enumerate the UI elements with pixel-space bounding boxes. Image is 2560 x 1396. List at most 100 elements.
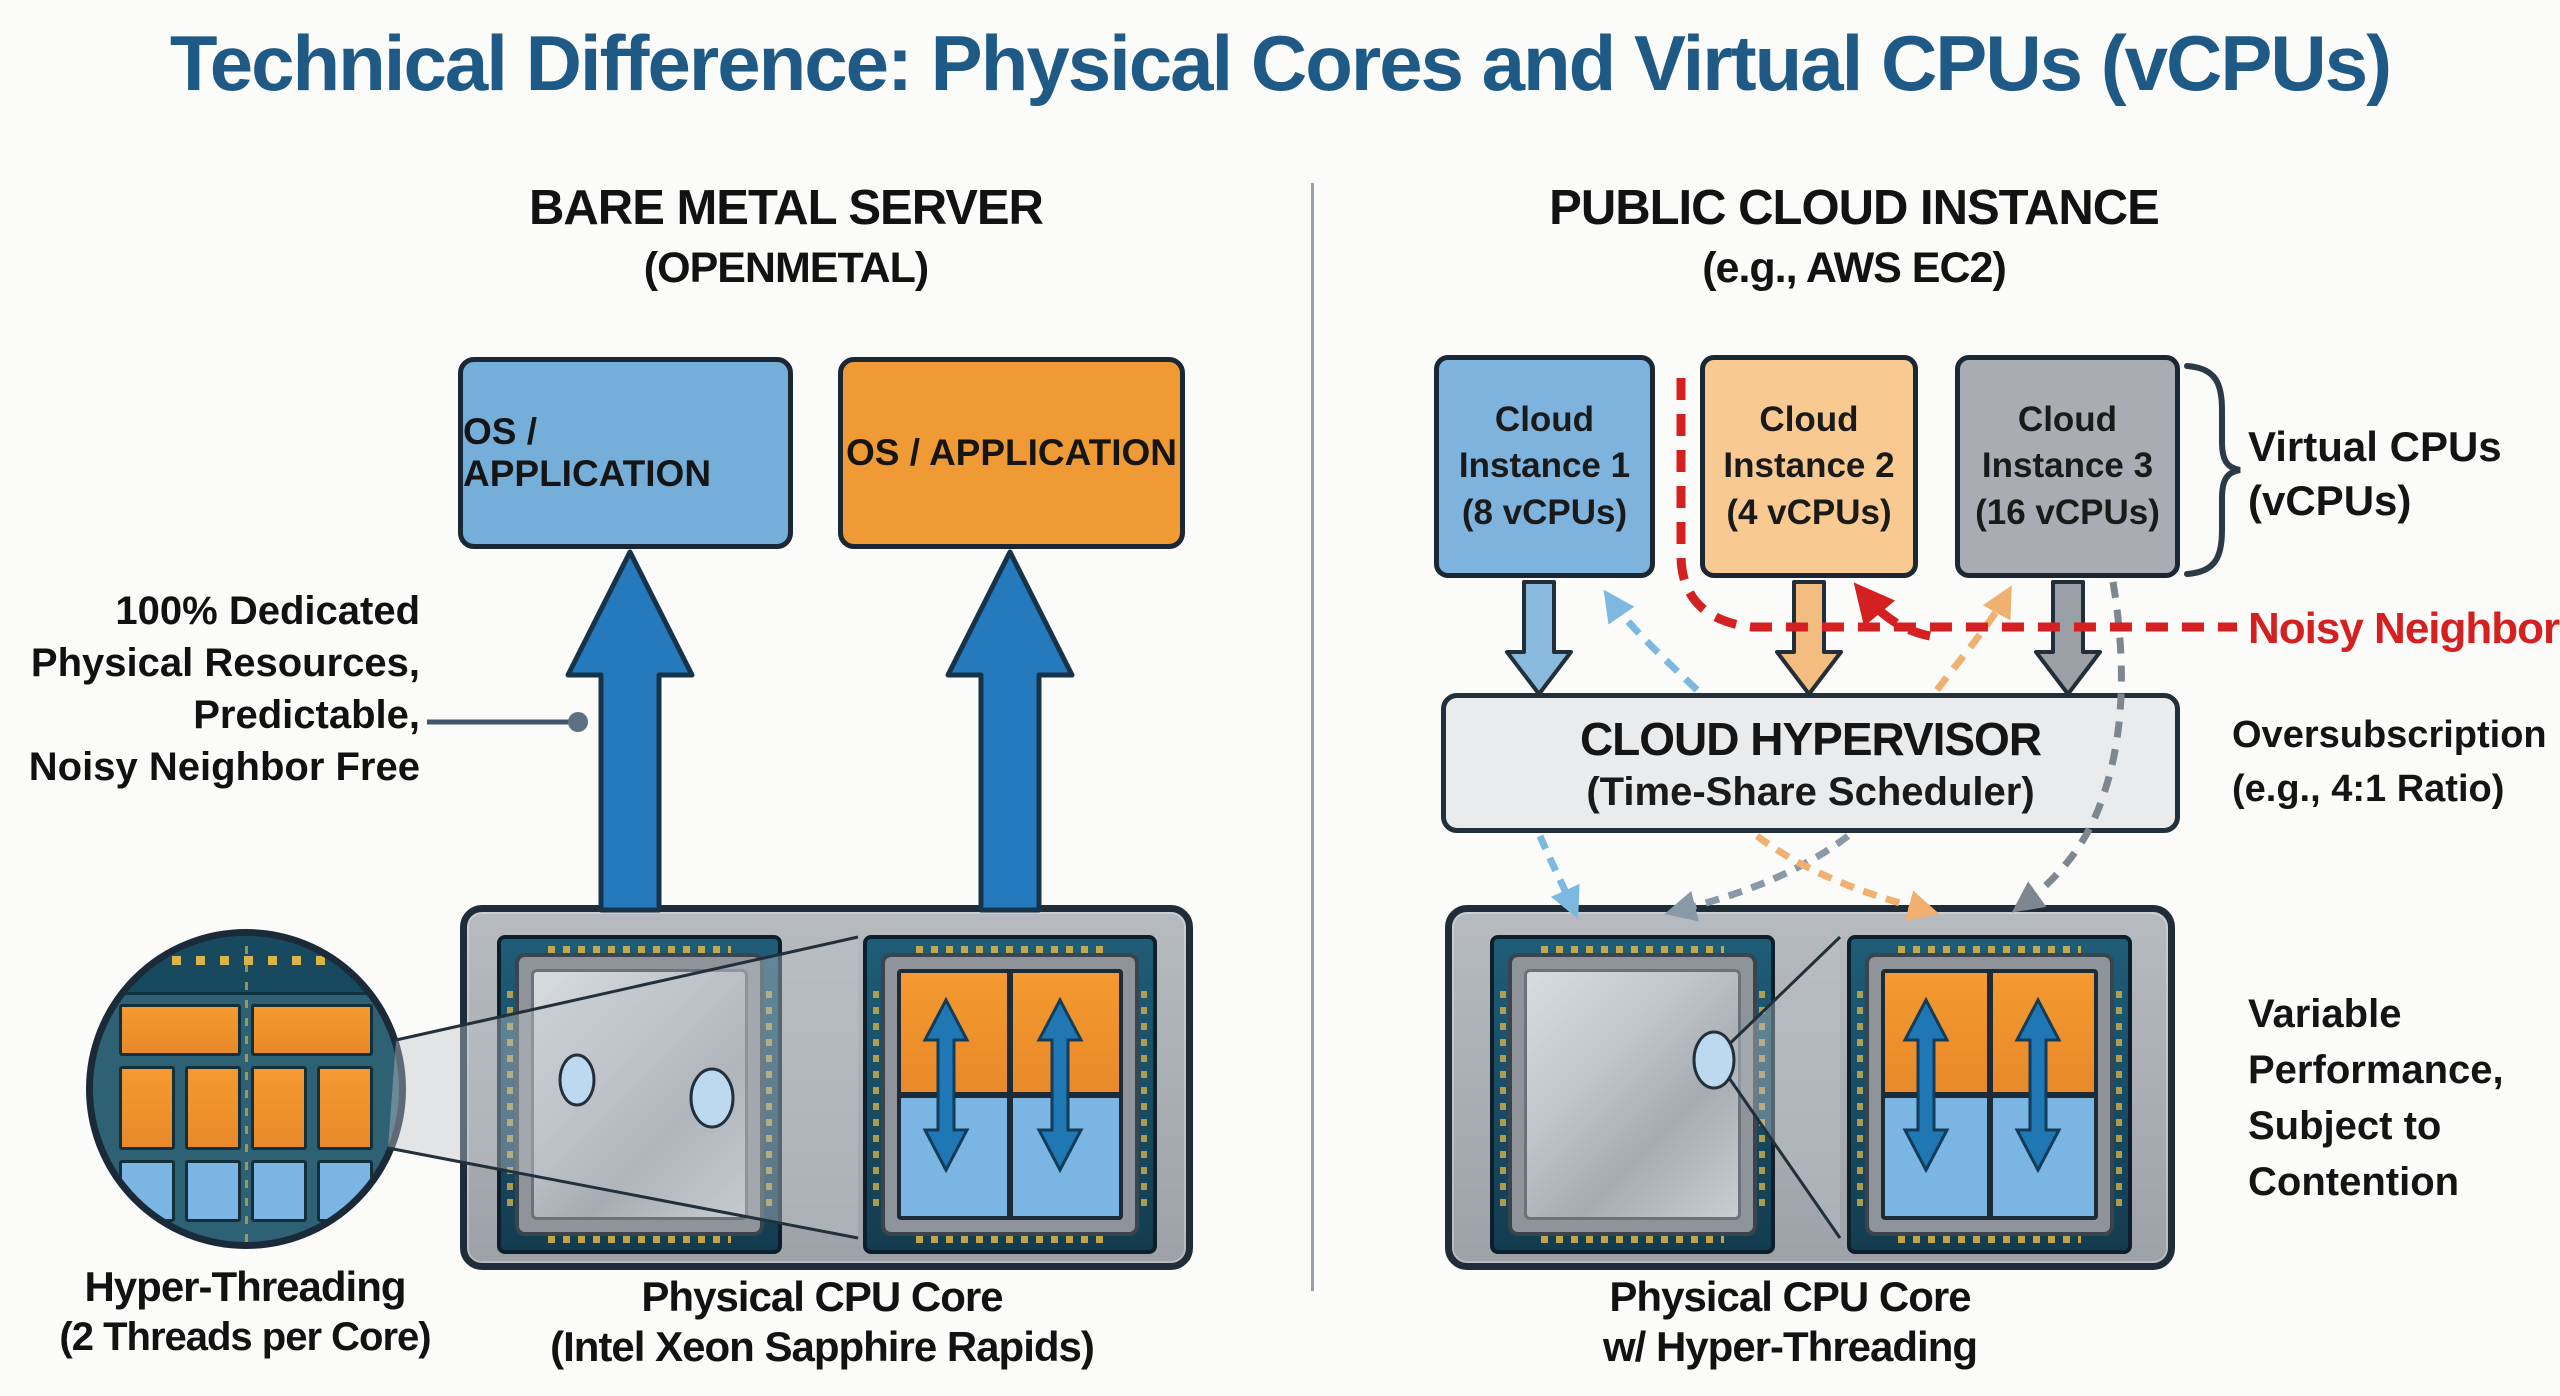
annotation-line: Physical Resources,: [30, 641, 420, 685]
pin-decoration: [1500, 982, 1506, 1207]
pin-decoration: [1857, 982, 1863, 1207]
caption-line: Hyper-Threading: [84, 1263, 406, 1310]
thread-cell-orange: [185, 1066, 241, 1150]
socket-frame: [881, 953, 1139, 1236]
instance-vcpu-count: (16 vCPUs): [1975, 492, 2160, 532]
die-center-line: [245, 936, 248, 1242]
right-section-header: PUBLIC CLOUD INSTANCE (e.g., AWS EC2): [1304, 180, 2404, 293]
instance-line: Cloud: [1759, 400, 1859, 440]
pin-decoration: [2116, 982, 2122, 1207]
hyper-threading-caption: Hyper-Threading (2 Threads per Core): [0, 1262, 490, 1362]
thread-cell-orange: [1992, 973, 2094, 1092]
label-line: (e.g., 4:1 Ratio): [2232, 768, 2505, 810]
socket-frame: [1865, 953, 2114, 1236]
left-heading: BARE METAL SERVER: [529, 181, 1044, 235]
thread-cell-blue: [1992, 1097, 2094, 1216]
instance2-to-hypervisor-arrow: [1775, 580, 1843, 696]
cpu-socket: [1847, 935, 2132, 1254]
caption-line: Physical CPU Core: [1609, 1273, 1971, 1320]
thread-cell-orange: [1885, 973, 1987, 1092]
hyper-threading-magnifier: [86, 929, 406, 1249]
noisy-neighbor-label: Noisy Neighbor: [2248, 604, 2560, 653]
right-subheading: (e.g., AWS EC2): [1702, 244, 2007, 292]
label-line: (vCPUs): [2248, 477, 2412, 524]
cpu-socket: [863, 935, 1157, 1254]
label-line: Subject to: [2248, 1104, 2442, 1148]
os-application-box-orange: OS / APPLICATION: [838, 357, 1185, 549]
label-line: Performance,: [2248, 1048, 2504, 1092]
thread-cell-blue: [185, 1160, 241, 1222]
dedicated-resource-arrow: [945, 549, 1075, 913]
thread-cell-orange: [251, 1066, 307, 1150]
thread-cell-blue: [119, 1160, 175, 1222]
cpu-die: [531, 969, 748, 1220]
label-line: Oversubscription: [2232, 714, 2547, 756]
pin-decoration: [507, 982, 513, 1207]
bare-metal-cpu-tray: [460, 905, 1193, 1270]
thread-cell-orange: [1013, 973, 1119, 1092]
dedicated-resource-arrow: [565, 549, 695, 913]
hypervisor-to-instance1-dashed-arrow: [1603, 589, 1700, 693]
noisy-neighbor-arrow: [1853, 582, 1931, 641]
instance-line: Cloud: [1494, 400, 1595, 440]
cloud-instance-1-box: Cloud Instance 1 (8 vCPUs): [1434, 355, 1655, 578]
right-heading: PUBLIC CLOUD INSTANCE: [1549, 181, 2160, 235]
hypervisor-to-core-dashed-orange: [1754, 833, 1940, 921]
thread-cell-orange: [119, 1066, 175, 1150]
cloud-instance-2-box: Cloud Instance 2 (4 vCPUs): [1700, 355, 1918, 578]
annotation-connector: [427, 712, 588, 732]
pin-decoration: [1141, 982, 1147, 1207]
instance-line: Instance 2: [1723, 446, 1895, 486]
left-subheading: (OPENMETAL): [643, 244, 929, 292]
cloud-cpu-tray: [1445, 905, 2175, 1270]
socket-frame: [1508, 953, 1757, 1236]
cpu-die-hyperthreaded: [897, 969, 1123, 1220]
label-line: Variable: [2248, 992, 2402, 1036]
thread-cell-blue: [317, 1160, 373, 1222]
annotation-line: 100% Dedicated: [115, 589, 420, 633]
thread-cell-blue: [901, 1097, 1007, 1216]
variable-performance-label: Variable Performance, Subject to Content…: [2248, 986, 2504, 1210]
cloud-instance-3-box: Cloud Instance 3 (16 vCPUs): [1955, 355, 2180, 578]
annotation-line: Predictable,: [193, 693, 420, 737]
cloud-hypervisor-box: CLOUD HYPERVISOR (Time-Share Scheduler): [1441, 693, 2180, 833]
hypervisor-to-core-dashed-blue: [1536, 834, 1580, 920]
caption-line: Physical CPU Core: [641, 1273, 1003, 1320]
instance3-to-hypervisor-arrow: [2034, 580, 2102, 696]
thread-cell-blue: [1885, 1097, 1987, 1216]
cpu-socket: [1490, 935, 1775, 1254]
cpu-die-hyperthreaded: [1881, 969, 2098, 1220]
label-line: Virtual CPUs: [2248, 423, 2502, 470]
thread-blocks: [119, 1004, 373, 1232]
instance-vcpu-count: (8 vCPUs): [1461, 492, 1628, 532]
caption-line: (Intel Xeon Sapphire Rapids): [550, 1323, 1095, 1370]
socket-frame: [515, 953, 764, 1236]
cpu-die: [1524, 969, 1741, 1220]
os-application-box-blue: OS / APPLICATION: [458, 357, 793, 549]
caption-line: (2 Threads per Core): [59, 1315, 431, 1359]
right-cpu-caption: Physical CPU Core w/ Hyper-Threading: [1440, 1272, 2140, 1372]
thread-cell-orange: [901, 973, 1007, 1092]
thread-cell-blue: [251, 1160, 307, 1222]
left-cpu-caption: Physical CPU Core (Intel Xeon Sapphire R…: [472, 1272, 1172, 1372]
instance-line: Instance 1: [1458, 446, 1631, 486]
dedicated-resources-annotation: 100% Dedicated Physical Resources, Predi…: [0, 585, 420, 793]
os-application-label: OS / APPLICATION: [846, 432, 1177, 473]
hypervisor-to-instance3-dashed-arrow: [1934, 585, 2012, 693]
thread-cell-blue: [1013, 1097, 1119, 1216]
caption-line: w/ Hyper-Threading: [1602, 1323, 1978, 1370]
section-divider: [1311, 183, 1314, 1291]
annotation-line: Noisy Neighbor Free: [28, 745, 420, 789]
instance1-to-hypervisor-arrow: [1505, 580, 1573, 696]
thread-cell-orange: [119, 1004, 241, 1056]
thread-cell-orange: [317, 1066, 373, 1150]
instance-line: Cloud: [2017, 400, 2118, 440]
left-section-header: BARE METAL SERVER (OPENMETAL): [236, 180, 1336, 293]
hypervisor-subtitle: (Time-Share Scheduler): [1586, 769, 2035, 814]
hypervisor-to-core-dashed-gray: [1664, 833, 1851, 922]
pin-decoration: [766, 982, 772, 1207]
vcpus-brace: [2184, 363, 2241, 577]
instance-vcpu-count: (4 vCPUs): [1726, 492, 1892, 532]
page-title: Technical Difference: Physical Cores and…: [169, 19, 2392, 107]
